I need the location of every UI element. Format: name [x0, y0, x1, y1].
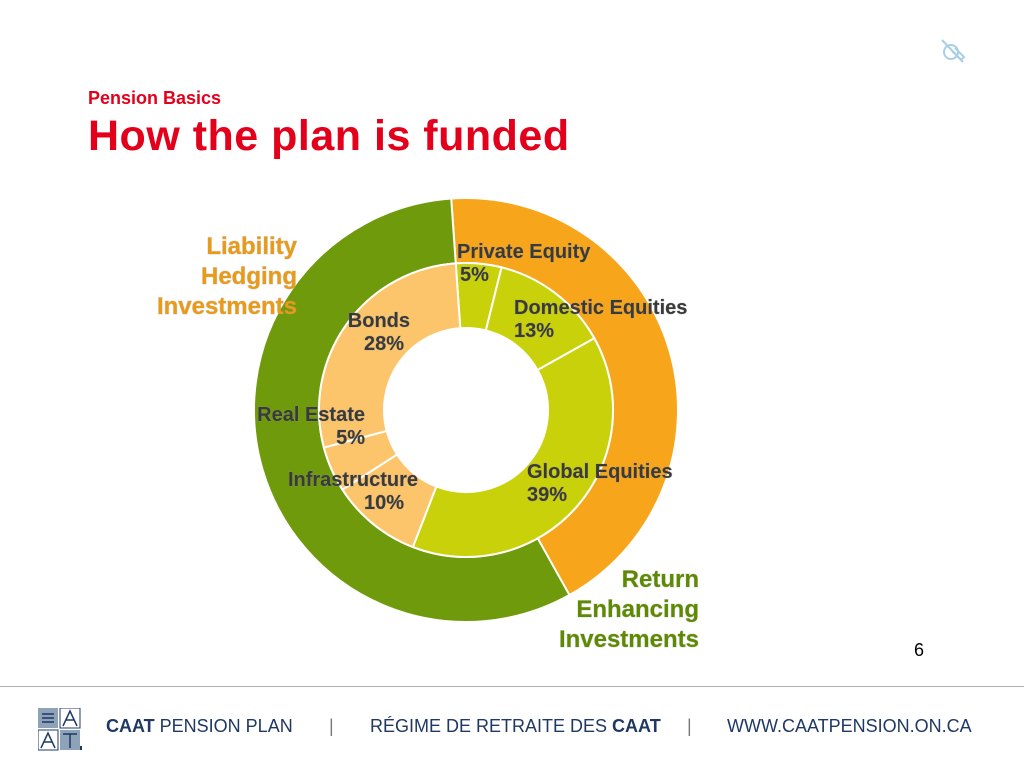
crossed-stylus-icon [941, 39, 966, 63]
footer-divider [0, 686, 1024, 687]
footer-plan-name: CAAT PENSION PLAN [106, 716, 293, 736]
page-number: 6 [914, 640, 925, 660]
footer-plan-name-french: RÉGIME DE RETRAITE DES CAAT [370, 716, 661, 736]
slice-bonds [318, 262, 462, 449]
slide-subtitle: Pension Basics [88, 88, 222, 108]
slide-title: How the plan is funded [88, 112, 570, 160]
footer-separator: | [687, 716, 692, 736]
caat-logo [38, 708, 82, 751]
inner-ring [318, 262, 614, 558]
footer-separator: | [329, 716, 334, 736]
slice-global-equities [411, 336, 614, 558]
footer-website[interactable]: WWW.CAATPENSION.ON.CA [727, 716, 972, 736]
